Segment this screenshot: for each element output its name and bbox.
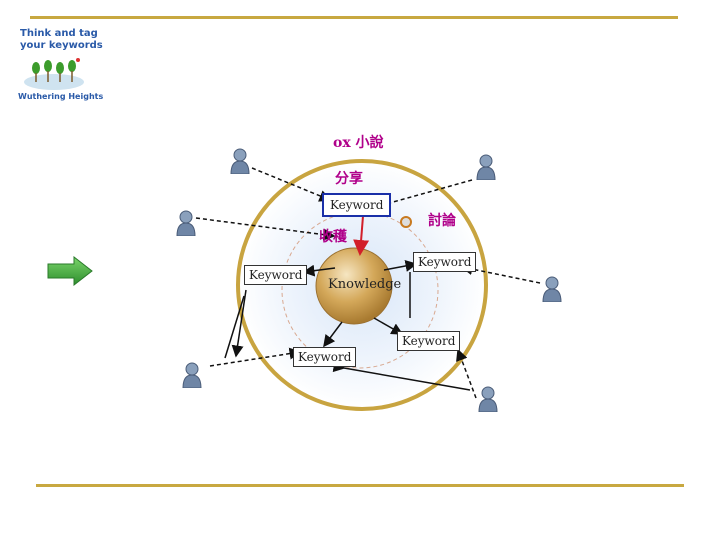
logo: Think and tag your keywords Wuthering He…	[14, 20, 103, 102]
user-icon	[542, 276, 562, 302]
collect-label: 收穫	[319, 229, 347, 245]
logo-line1: Think and tag	[20, 28, 98, 39]
link-user-left	[195, 217, 336, 241]
share-label: 分享	[335, 171, 363, 187]
tree-icon	[24, 58, 84, 90]
keyword-left: Keyword	[244, 265, 308, 285]
arrow-left-keyword	[224, 295, 245, 359]
user-icon	[230, 148, 250, 174]
link-user-bottomright	[456, 348, 477, 399]
link-user-topright	[385, 179, 473, 205]
keyword-bottom: Keyword	[293, 347, 357, 367]
discuss-label: 討論	[428, 213, 456, 229]
arrow-to-bottom-keyword	[323, 321, 343, 348]
user-icon	[176, 210, 196, 236]
logo-caption: Wuthering Heights	[18, 92, 104, 101]
user-icon	[478, 386, 498, 412]
keyword-top: Keyword	[322, 193, 392, 217]
link-user-bottomleft	[209, 347, 302, 367]
collect-arrow	[353, 215, 370, 256]
arrow-left-down	[231, 289, 247, 358]
user-icon	[182, 362, 202, 388]
link-user-topleft	[251, 167, 332, 202]
keyword-right-upper: Keyword	[413, 252, 477, 272]
keyword-right-lower: Keyword	[397, 331, 461, 351]
right-arrow-icon	[47, 256, 93, 286]
arrow-to-right-upper	[383, 260, 418, 272]
bottom-rule	[36, 484, 684, 487]
top-rule	[30, 16, 678, 19]
discuss-marker	[400, 216, 412, 228]
diagram-title: ox 小說	[333, 135, 384, 151]
arrow-to-left-keyword	[302, 264, 336, 277]
arrow-bottom-to-user	[332, 360, 471, 391]
knowledge-label: Knowledge	[328, 277, 402, 292]
user-icon	[476, 154, 496, 180]
logo-line2: your keywords	[20, 40, 103, 51]
